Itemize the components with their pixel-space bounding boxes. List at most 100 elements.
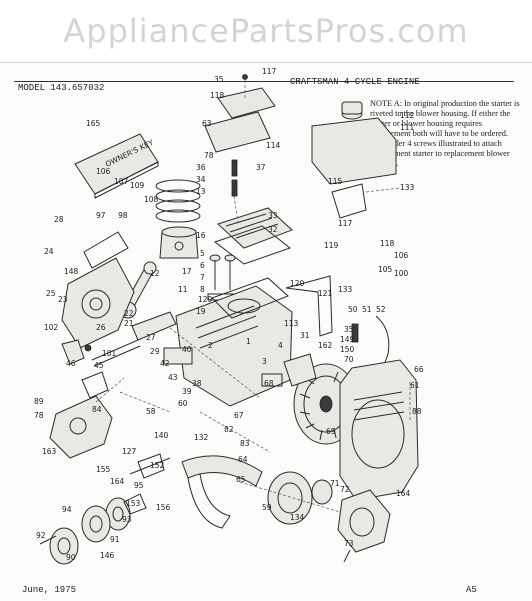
air-cleaner-bracket[interactable] xyxy=(204,74,276,153)
callout: 22 xyxy=(124,309,134,318)
callout: 67 xyxy=(234,411,244,420)
callout: 78 xyxy=(34,411,44,420)
callout: 3 xyxy=(262,357,267,366)
callout: 84 xyxy=(92,405,102,414)
callout: 60 xyxy=(178,399,188,408)
callout: 146 xyxy=(100,551,115,560)
recoil-starter[interactable] xyxy=(337,489,391,563)
callout: 38 xyxy=(192,379,202,388)
callout: 92 xyxy=(36,531,46,540)
blower-housing[interactable] xyxy=(339,359,419,501)
callout: 28 xyxy=(54,215,64,224)
callout: 64 xyxy=(238,455,248,464)
callout: 120 xyxy=(290,279,305,288)
callout: 101 xyxy=(102,349,117,358)
engine-title: CRAFTSMAN 4-CYCLE ENGINE xyxy=(290,77,420,87)
tank-bracket[interactable] xyxy=(331,183,401,219)
callout: 106 xyxy=(96,167,111,176)
callout: 82 xyxy=(224,425,234,434)
callout: 118 xyxy=(210,91,225,100)
callout: 106 xyxy=(394,251,409,260)
callout: 113 xyxy=(284,319,299,328)
callout: 34 xyxy=(196,175,206,184)
callout: 26 xyxy=(96,323,106,332)
lower-gear-set[interactable] xyxy=(39,497,131,565)
callout: 1 xyxy=(246,337,251,346)
callout: 117 xyxy=(262,67,277,76)
callout: 35 xyxy=(344,325,354,334)
callout: 24 xyxy=(44,247,54,256)
callout: 118 xyxy=(380,239,395,248)
callout: 66 xyxy=(414,365,424,374)
callout: 95 xyxy=(134,481,144,490)
callout: 69 xyxy=(326,427,336,436)
callout: 31 xyxy=(300,331,310,340)
callout: 12 xyxy=(150,269,160,278)
callout: 5 xyxy=(200,249,205,258)
valves[interactable] xyxy=(207,254,237,301)
callout: 17 xyxy=(182,267,192,276)
callout: 36 xyxy=(196,163,206,172)
callout: 97 xyxy=(96,211,106,220)
head-bolts[interactable] xyxy=(231,159,239,223)
site-watermark: AppliancePartsPros.com xyxy=(63,12,469,50)
callout: 78 xyxy=(204,151,214,160)
assembly-guide-lines xyxy=(119,327,411,513)
callout: 90 xyxy=(66,553,76,562)
callout: 33 xyxy=(268,211,278,220)
callout: 93 xyxy=(122,515,132,524)
callout: 152 xyxy=(150,461,165,470)
callout: 134 xyxy=(290,513,305,522)
footer-date: June, 1975 xyxy=(22,585,77,595)
governor-linkage[interactable] xyxy=(123,453,171,515)
callout: 127 xyxy=(122,447,137,456)
callout: 94 xyxy=(62,505,72,514)
callout: 164 xyxy=(110,477,125,486)
callout: 35 xyxy=(214,75,224,84)
callout: 162 xyxy=(318,341,333,350)
callout: 115 xyxy=(328,177,343,186)
callout: 114 xyxy=(266,141,281,150)
callout: 68 xyxy=(264,379,274,388)
oil-fill-tube[interactable] xyxy=(61,339,92,365)
callout: 13 xyxy=(196,187,206,196)
callout: 155 xyxy=(96,465,111,474)
callout: 27 xyxy=(146,333,156,342)
callout: 165 xyxy=(86,119,101,128)
callout: 133 xyxy=(400,183,415,192)
callout: 29 xyxy=(150,347,160,356)
callout: 42 xyxy=(160,359,170,368)
callout: 71 xyxy=(330,479,340,488)
callout: 149 xyxy=(340,335,355,344)
callout: 72 xyxy=(340,485,350,494)
crankshaft[interactable] xyxy=(91,311,177,367)
callout: 45 xyxy=(94,361,104,370)
owners-manual[interactable]: OWNER'S KEY xyxy=(74,133,159,199)
fuel-tank[interactable] xyxy=(311,101,397,185)
starter-pulley[interactable] xyxy=(267,471,333,525)
callout: 63 xyxy=(202,119,212,128)
callout: 50 xyxy=(348,305,358,314)
ignition-coil[interactable] xyxy=(261,353,317,387)
piston-rings[interactable] xyxy=(155,179,201,223)
callout: 119 xyxy=(324,241,339,250)
callout: 21 xyxy=(124,319,134,328)
callout: 16 xyxy=(196,231,206,240)
callout: 112 xyxy=(400,111,415,120)
part-callouts: 35 117 118 63 114 165 112 111 78 36 34 1… xyxy=(34,67,424,562)
callout: 43 xyxy=(168,373,178,382)
callout: 70 xyxy=(344,355,354,364)
callout: 108 xyxy=(144,195,159,204)
callout: 150 xyxy=(340,345,355,354)
carburetor[interactable] xyxy=(49,371,125,459)
callout: 46 xyxy=(66,359,76,368)
callout: 23 xyxy=(58,295,68,304)
callout: 2 xyxy=(208,341,213,350)
callout: 88 xyxy=(412,407,422,416)
callout: 156 xyxy=(156,503,171,512)
oil-sump-baffle[interactable] xyxy=(181,455,263,529)
callout: 107 xyxy=(114,177,129,186)
piston[interactable] xyxy=(159,226,199,259)
callout: 111 xyxy=(400,123,415,132)
crankcase-cover[interactable] xyxy=(61,231,135,349)
